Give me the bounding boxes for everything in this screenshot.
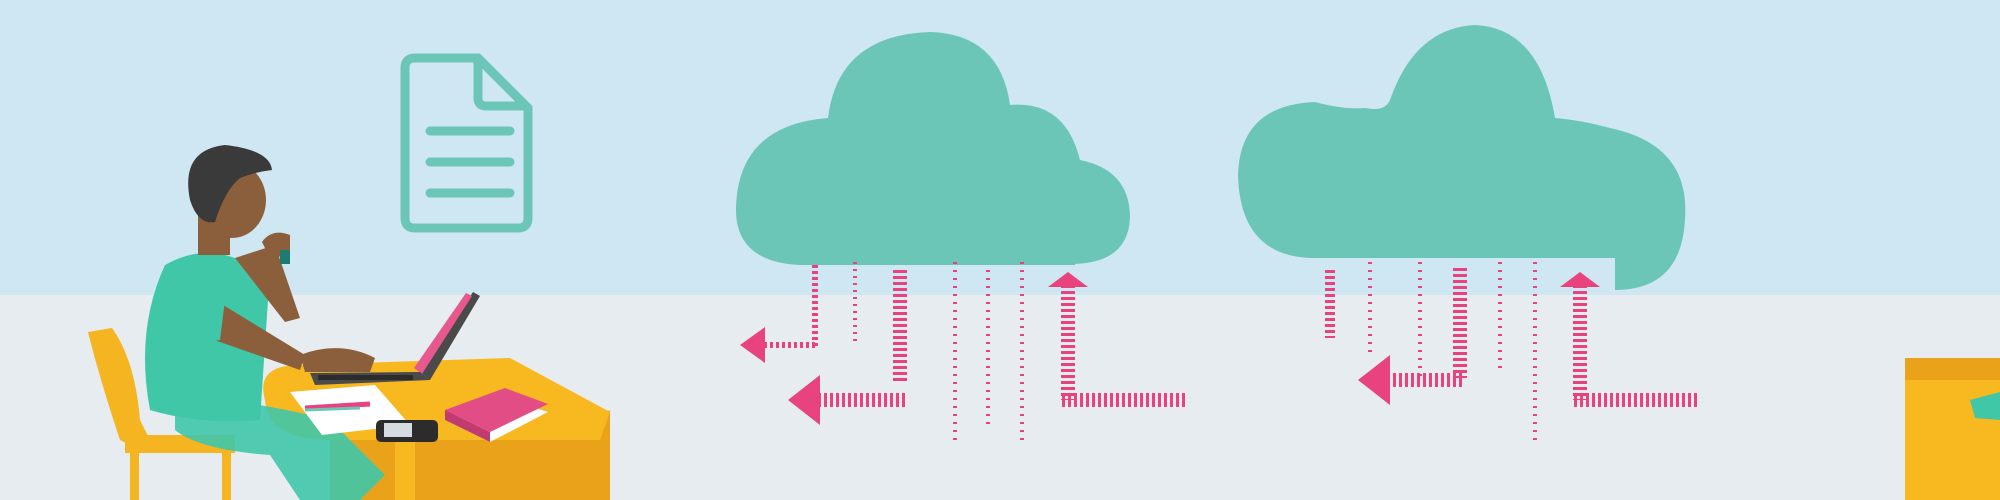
person-at-desk: [145, 145, 385, 500]
phone: [376, 420, 438, 442]
notebook: [445, 388, 548, 442]
chair: [88, 328, 235, 500]
cloud-left: [735, 32, 1130, 265]
document-icon: [400, 53, 533, 233]
transfer-arrows-right: [1325, 262, 1698, 445]
cloud-right: [1238, 25, 1686, 290]
partial-desk-right: [1905, 358, 2000, 500]
laptop: [310, 292, 480, 385]
transfer-arrows-left: [740, 262, 1185, 445]
